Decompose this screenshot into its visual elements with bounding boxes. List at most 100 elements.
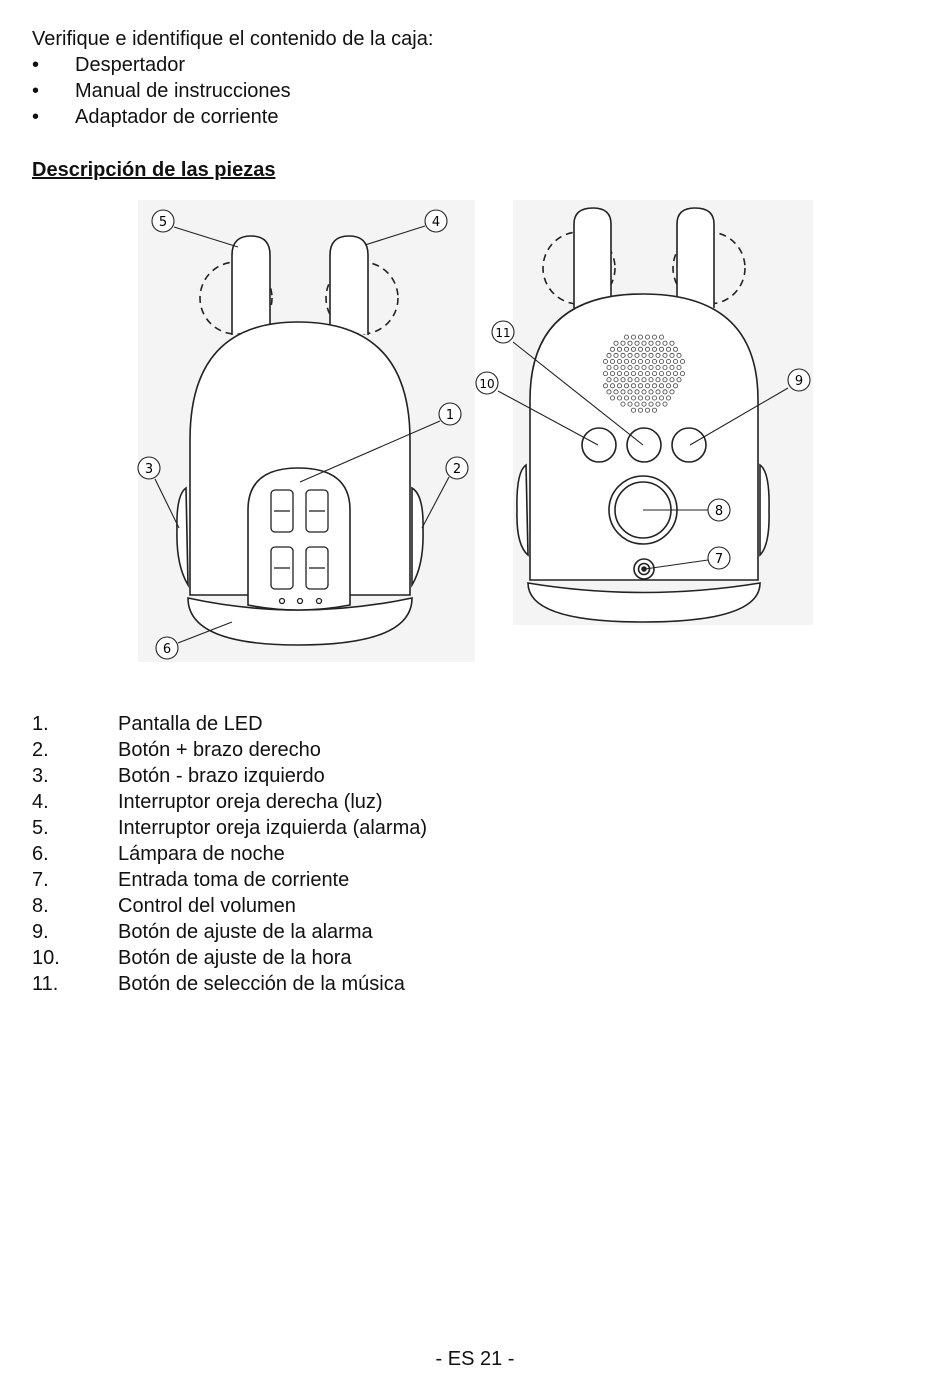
grille-hole <box>627 389 633 395</box>
grille-hole <box>624 395 630 401</box>
grille-hole <box>638 395 644 401</box>
grille-hole <box>659 334 665 340</box>
grille-hole <box>673 371 679 377</box>
grille-hole <box>627 401 633 407</box>
grille-hole <box>617 346 623 352</box>
part-number: 11. <box>32 973 59 995</box>
right-ear <box>329 235 369 335</box>
callout-9: 9 <box>787 368 811 392</box>
leader-5 <box>173 226 239 248</box>
grille-hole <box>676 352 682 358</box>
leader-1 <box>299 420 441 483</box>
grille-hole <box>676 364 682 370</box>
grille-hole <box>620 377 626 383</box>
grille-hole <box>655 401 661 407</box>
grille-hole <box>624 383 630 389</box>
parts-list: 1.Pantalla de LED 2.Botón + brazo derech… <box>32 711 427 997</box>
part-label: Botón de ajuste de la alarma <box>118 921 373 943</box>
part-label: Pantalla de LED <box>118 713 263 735</box>
leader-9 <box>689 387 789 446</box>
grille-hole <box>634 340 640 346</box>
speaker-grille <box>603 334 686 413</box>
list-item: •Manual de instrucciones <box>32 78 433 104</box>
grille-hole <box>603 371 609 377</box>
grille-hole <box>627 340 633 346</box>
grille-hole <box>659 358 665 364</box>
grille-hole <box>648 389 654 395</box>
parts-list-item: 3. Botón - brazo izquierdo <box>32 763 427 789</box>
power-jack-ring <box>637 562 651 576</box>
grille-hole <box>638 346 644 352</box>
grille-hole <box>631 407 637 413</box>
grille-hole <box>662 364 668 370</box>
grille-hole <box>645 358 651 364</box>
grille-hole <box>673 383 679 389</box>
grille-hole <box>613 352 619 358</box>
callout-label: 5 <box>159 215 167 230</box>
parts-list-item: 1.Pantalla de LED <box>32 711 427 737</box>
part-label: Botón de ajuste de la hora <box>118 947 352 969</box>
grille-hole <box>669 389 675 395</box>
grille-hole <box>617 395 623 401</box>
callout-8: 8 <box>707 498 731 522</box>
part-label: Botón - brazo izquierdo <box>118 765 325 787</box>
grille-hole <box>603 383 609 389</box>
grille-hole <box>613 340 619 346</box>
time-set-button <box>581 427 617 463</box>
back-left-arm <box>516 463 529 557</box>
grille-hole <box>606 389 612 395</box>
grille-hole <box>613 364 619 370</box>
callout-3: 3 <box>137 456 161 480</box>
back-view <box>516 207 770 623</box>
list-item: •Despertador <box>32 52 433 78</box>
part-number: 8. <box>32 895 49 917</box>
grille-hole <box>634 352 640 358</box>
grille-hole <box>627 377 633 383</box>
grille-hole <box>673 358 679 364</box>
grille-hole <box>631 371 637 377</box>
bullet: • <box>32 106 40 128</box>
grille-hole <box>638 407 644 413</box>
grille-hole <box>662 401 668 407</box>
part-label: Interruptor oreja derecha (luz) <box>118 791 383 813</box>
grille-hole <box>638 358 644 364</box>
callout-label: 4 <box>432 215 440 230</box>
grille-hole <box>666 395 672 401</box>
grille-hole <box>655 352 661 358</box>
part-number: 3. <box>32 765 49 787</box>
music-select-button <box>626 427 662 463</box>
grille-hole <box>659 383 665 389</box>
leader-3 <box>154 478 180 529</box>
part-label: Control del volumen <box>118 895 296 917</box>
parts-list-item: 8. Control del volumen <box>32 893 427 919</box>
leader-lines <box>154 225 789 644</box>
alarm-set-button <box>671 427 707 463</box>
grille-hole <box>631 346 637 352</box>
callout-label: 11 <box>495 326 510 340</box>
grille-hole <box>610 358 616 364</box>
led-display-housing <box>247 467 351 611</box>
grille-hole <box>617 358 623 364</box>
grille-hole <box>669 364 675 370</box>
contents-intro-text: Verifique e identifique el contenido de … <box>32 28 434 50</box>
grille-hole <box>648 401 654 407</box>
grille-hole <box>666 346 672 352</box>
grille-hole <box>673 346 679 352</box>
grille-hole <box>610 346 616 352</box>
callout-label: 1 <box>446 408 454 423</box>
bullet: • <box>32 54 40 76</box>
grille-hole <box>620 352 626 358</box>
grille-hole <box>676 377 682 383</box>
grille-hole <box>680 358 686 364</box>
grille-hole <box>606 352 612 358</box>
callout-4: 4 <box>424 209 448 233</box>
part-number: 10. <box>32 947 60 969</box>
grille-hole <box>624 371 630 377</box>
back-left-ear <box>573 207 612 308</box>
grille-hole <box>610 395 616 401</box>
grille-hole <box>627 364 633 370</box>
grille-hole <box>655 377 661 383</box>
grille-hole <box>610 383 616 389</box>
grille-hole <box>652 334 658 340</box>
grille-hole <box>645 407 651 413</box>
